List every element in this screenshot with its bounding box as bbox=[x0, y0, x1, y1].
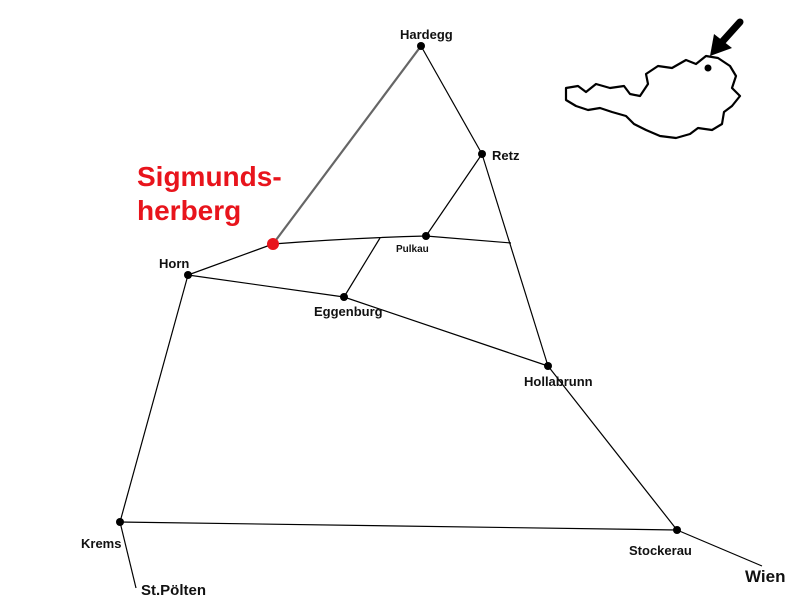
line-hollabrunn-stockerau bbox=[547, 365, 678, 531]
line-sigmundsherberg-hardegg bbox=[272, 45, 422, 245]
inset-austria bbox=[564, 18, 744, 140]
line-sigmundsherberg-east bbox=[272, 235, 512, 245]
station-marker-retz bbox=[478, 150, 486, 158]
town-label-krems: Krems bbox=[81, 536, 122, 551]
station-marker-hollabrunn bbox=[544, 362, 552, 370]
station-marker-hardegg bbox=[417, 42, 425, 50]
station-marker-horn bbox=[184, 271, 192, 279]
line-eggenburg-branch bbox=[343, 237, 381, 298]
station-marker-stockerau bbox=[673, 526, 681, 534]
station-marker-eggenburg bbox=[340, 293, 348, 301]
line-horn-sigmundsherberg bbox=[187, 243, 274, 276]
town-label-stockerau: Stockerau bbox=[629, 543, 692, 558]
line-hardegg-retz bbox=[420, 45, 483, 155]
town-label-hardegg: Hardegg bbox=[400, 27, 453, 42]
town-label-retz: Retz bbox=[492, 148, 520, 163]
highlight-town-line2: herberg bbox=[137, 195, 242, 226]
line-krems-stockerau bbox=[119, 521, 678, 531]
rail-lines bbox=[119, 45, 763, 589]
town-label-horn: Horn bbox=[159, 256, 190, 271]
line-retz-hollabrunn bbox=[481, 153, 549, 367]
line-stockerau-wien bbox=[676, 529, 763, 567]
line-krems-stpoelten bbox=[119, 521, 137, 589]
town-label-hollabrunn: Hollabrunn bbox=[524, 374, 593, 389]
line-retz-pulkau bbox=[425, 153, 483, 237]
highlight-town-label: Sigmunds- herberg bbox=[137, 160, 282, 228]
station-marker-pulkau bbox=[422, 232, 430, 240]
town-label-pulkau: Pulkau bbox=[396, 244, 429, 255]
station-markers bbox=[116, 42, 681, 534]
station-marker-krems bbox=[116, 518, 124, 526]
austria-outline bbox=[564, 54, 742, 140]
town-label-st-poelten: St.Pölten bbox=[141, 582, 207, 599]
highlight-town-line1: Sigmunds- bbox=[137, 161, 282, 192]
line-horn-krems bbox=[119, 274, 189, 523]
inset-location-dot bbox=[704, 64, 712, 72]
town-label-wien: Wien bbox=[745, 567, 786, 586]
line-horn-hollabrunn bbox=[187, 274, 549, 367]
arrow-icon bbox=[710, 18, 744, 56]
town-label-eggenburg: Eggenburg bbox=[314, 304, 383, 319]
station-marker-sigmundsherberg bbox=[267, 238, 279, 250]
